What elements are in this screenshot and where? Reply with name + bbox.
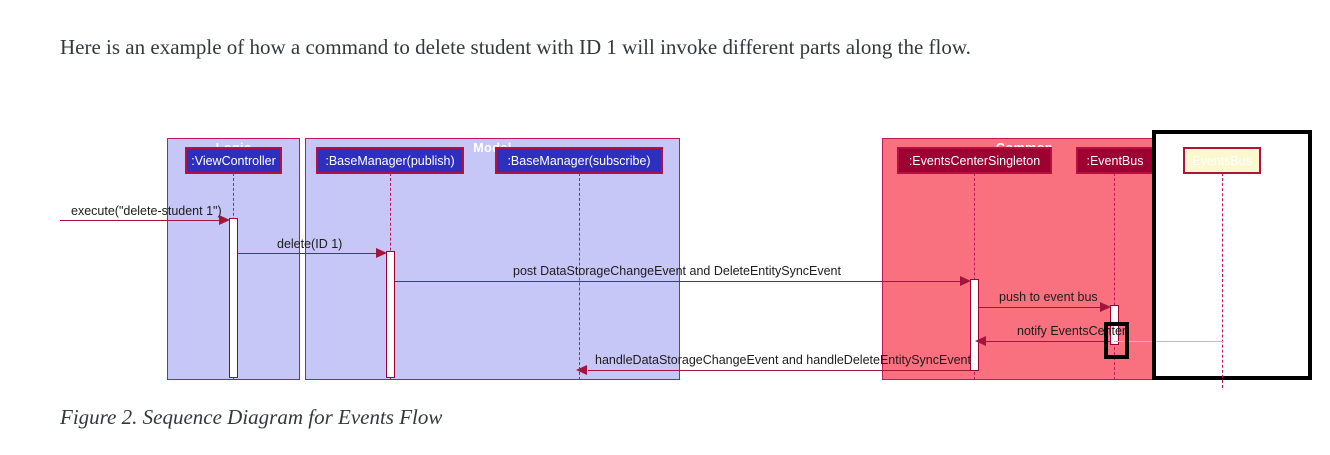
message-line-execute xyxy=(60,220,223,221)
message-label-execute: execute("delete-student 1") xyxy=(71,204,222,218)
message-arrow-execute xyxy=(219,215,230,225)
message-label-notify-eventscenter: notify EventsCenter xyxy=(1017,324,1127,338)
message-label-delete: delete(ID 1) xyxy=(277,237,343,251)
participant-eventsbus-overlay[interactable]: EventsBus xyxy=(1183,147,1261,174)
intro-paragraph: Here is an example of how a command to d… xyxy=(60,35,971,59)
lifeline-basemanager-subscribe xyxy=(579,173,580,380)
participant-basemanager-subscribe[interactable]: :BaseManager(subscribe) xyxy=(495,147,663,174)
lifeline-eventsbus-overlay-inner xyxy=(1222,173,1223,388)
message-line-push-to-event-bus xyxy=(979,307,1104,308)
annotation-box-eventbus-activation xyxy=(1104,322,1129,359)
activation-basemanager-publish xyxy=(386,251,395,378)
figure-caption: Figure 2. Sequence Diagram for Events Fl… xyxy=(60,405,443,429)
participant-eventscentersingleton[interactable]: :EventsCenterSingleton xyxy=(897,147,1052,174)
group-panel-model: Model xyxy=(305,138,680,380)
participant-viewcontroller[interactable]: :ViewController xyxy=(185,147,282,174)
message-line-overlay-return-inner xyxy=(1156,341,1223,342)
message-line-notify-eventscenter xyxy=(985,341,1110,342)
message-label-handle-events: handleDataStorageChangeEvent and handleD… xyxy=(595,353,971,367)
activation-viewcontroller xyxy=(229,218,238,378)
message-line-post-events xyxy=(395,281,964,282)
message-line-handle-events xyxy=(588,370,970,371)
lifeline-eventbus xyxy=(1114,173,1115,380)
sequence-diagram: Logic Model Common :ViewController :Base… xyxy=(0,130,1330,392)
activation-eventscentersingleton xyxy=(970,279,979,371)
message-arrow-notify-eventscenter xyxy=(975,336,986,346)
message-arrow-push-to-event-bus xyxy=(1100,302,1111,312)
message-arrow-handle-events xyxy=(576,365,587,375)
participant-basemanager-publish[interactable]: :BaseManager(publish) xyxy=(316,147,464,174)
message-label-push-to-event-bus: push to event bus xyxy=(999,290,1098,304)
lifeline-eventscentersingleton xyxy=(974,173,975,380)
message-arrow-delete xyxy=(376,248,387,258)
message-line-delete xyxy=(238,253,380,254)
message-arrow-post-events xyxy=(960,276,971,286)
participant-eventbus[interactable]: :EventBus xyxy=(1076,147,1154,174)
message-label-post-events: post DataStorageChangeEvent and DeleteEn… xyxy=(513,264,841,278)
